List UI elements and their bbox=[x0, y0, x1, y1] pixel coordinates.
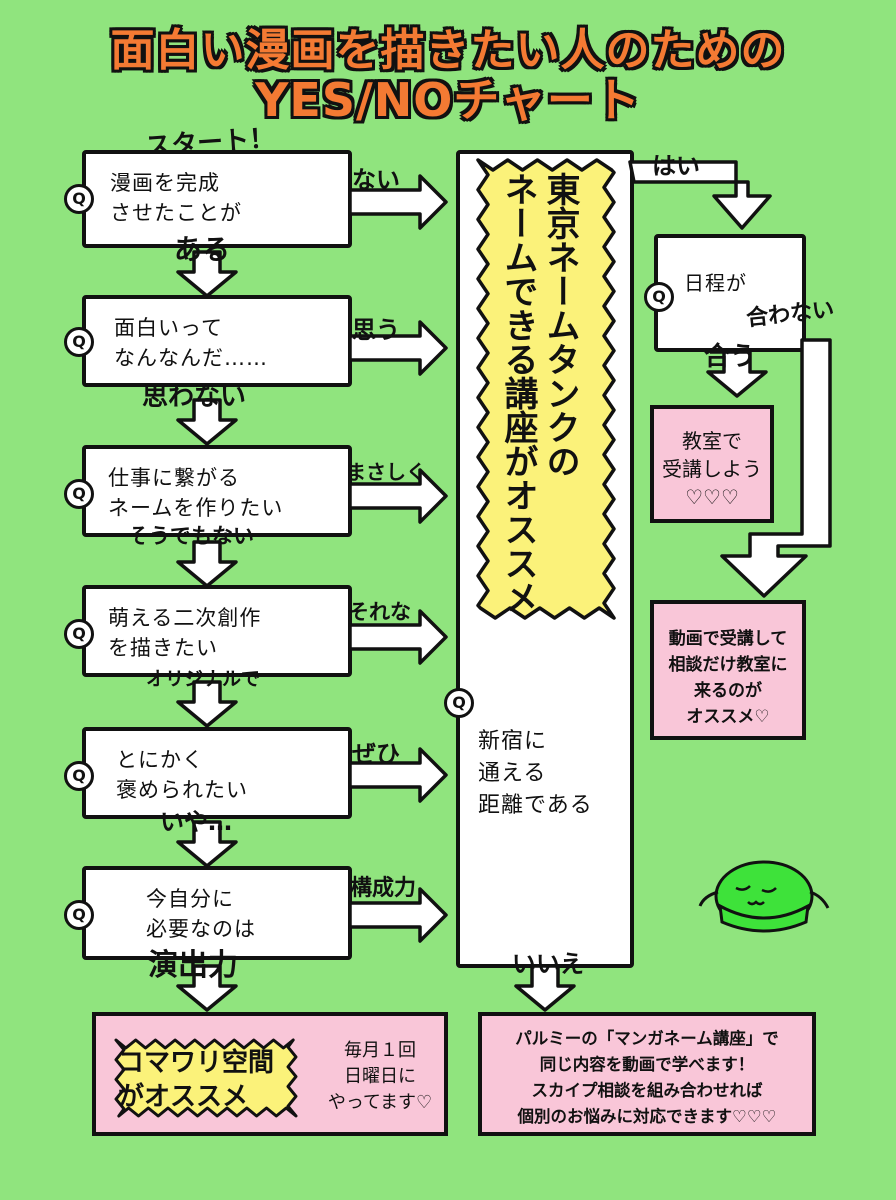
yes-label-1: ない bbox=[352, 166, 400, 194]
yes-label-5: ぜひ bbox=[352, 740, 400, 768]
no-label-2: 思わない bbox=[142, 382, 247, 412]
no-label-5: いや… bbox=[160, 808, 232, 836]
q-icon: Q bbox=[644, 282, 674, 312]
arrow-down-1 bbox=[176, 250, 238, 298]
question-3-text: 仕事に繋がる ネームを作りたい bbox=[108, 466, 284, 520]
arrow-right-4 bbox=[348, 609, 448, 665]
question-1-text: 漫画を完成 させたことが bbox=[110, 171, 242, 225]
komawari-starburst bbox=[114, 1038, 298, 1118]
schedule-yes-arrow bbox=[706, 350, 768, 398]
yes-label-4: それな bbox=[348, 600, 411, 624]
arrow-right-5 bbox=[348, 747, 448, 803]
question-5-text: とにかく 褒められたい bbox=[116, 748, 248, 802]
q-icon: Q bbox=[64, 761, 94, 791]
question-box-1: Q 漫画を完成 させたことが bbox=[64, 150, 352, 248]
komawari-title: コマワリ空間 がオススメ bbox=[118, 1048, 275, 1112]
center-yes-label: はい bbox=[652, 152, 700, 180]
arrow-down-3 bbox=[176, 540, 238, 588]
arrow-down-5 bbox=[176, 820, 238, 868]
question-box-4: Q 萌える二次創作 を描きたい bbox=[64, 585, 352, 677]
yes-label-2: 思う bbox=[352, 316, 400, 344]
chart-title-line2: YES/NOチャート bbox=[255, 73, 641, 127]
arrow-down-2 bbox=[176, 398, 238, 446]
center-no-label: いいえ bbox=[512, 950, 584, 978]
schedule-yes-label: 合う bbox=[704, 342, 757, 372]
arrow-right-2 bbox=[348, 320, 448, 376]
green-mascot-illustration bbox=[698, 860, 830, 933]
arrow-down-4 bbox=[176, 680, 238, 728]
q-icon: Q bbox=[64, 184, 94, 214]
result-komawari: コマワリ空間 がオススメ 毎月１回 日曜日に やってます♡ bbox=[92, 1012, 448, 1136]
chart-title-line1: 面白い漫画を描きたい人のための bbox=[110, 25, 786, 76]
arrow-right-3 bbox=[348, 468, 448, 524]
question-2-text: 面白いって なんなんだ…… bbox=[114, 316, 268, 370]
center-question-text: 新宿に 通える 距離である bbox=[478, 729, 593, 818]
result-video-consult: 動画で受講して 相談だけ教室に 来るのが オススメ♡ bbox=[650, 600, 806, 740]
no-label-3: そうでもない bbox=[128, 524, 254, 548]
q-icon: Q bbox=[64, 479, 94, 509]
result-palmie-text: パルミーの「マンガネーム講座」で 同じ内容を動画で学べます！ スカイプ相談を組み… bbox=[515, 1029, 779, 1126]
yes-label-3: まさしく bbox=[346, 460, 426, 484]
result-classroom: 教室で 受講しよう ♡♡♡ bbox=[650, 405, 774, 523]
arrow-down-6 bbox=[176, 964, 238, 1012]
arrow-right-6 bbox=[348, 887, 448, 943]
center-no-arrow bbox=[514, 964, 576, 1012]
center-yes-path bbox=[628, 160, 772, 230]
question-4-text: 萌える二次創作 を描きたい bbox=[108, 606, 262, 660]
q-icon: Q bbox=[64, 619, 94, 649]
schedule-question-text: 日程が bbox=[684, 271, 747, 295]
schedule-question-box: Q 日程が bbox=[644, 234, 806, 352]
question-box-2: Q 面白いって なんなんだ…… bbox=[64, 295, 352, 387]
arrow-right-1 bbox=[348, 174, 448, 230]
result-palmie: パルミーの「マンガネーム講座」で 同じ内容を動画で学べます！ スカイプ相談を組み… bbox=[478, 1012, 816, 1136]
no-label-1: ある bbox=[174, 233, 231, 266]
question-box-5: Q とにかく 褒められたい bbox=[64, 727, 352, 819]
yes-label-6: 構成力 bbox=[350, 876, 417, 901]
no-label-6: 演出力 bbox=[148, 948, 238, 983]
result-video-consult-text: 動画で受講して 相談だけ教室に 来るのが オススメ♡ bbox=[668, 629, 788, 727]
result-classroom-text: 教室で 受講しよう ♡♡♡ bbox=[662, 429, 762, 509]
schedule-no-arrow bbox=[720, 338, 832, 598]
q-icon: Q bbox=[64, 327, 94, 357]
komawari-note: 毎月１回 日曜日に やってます♡ bbox=[327, 1040, 433, 1113]
question-box-6: Q 今自分に 必要なのは bbox=[64, 866, 352, 960]
no-label-4: オリジナルで bbox=[146, 668, 261, 690]
recommendation-starburst bbox=[476, 158, 616, 620]
center-headline: 東京ネームタンクの ネームできる講座がオススメ bbox=[498, 172, 580, 614]
q-icon: Q bbox=[64, 900, 94, 930]
question-6-text: 今自分に 必要なのは bbox=[146, 887, 256, 941]
q-icon: Q bbox=[444, 688, 474, 718]
